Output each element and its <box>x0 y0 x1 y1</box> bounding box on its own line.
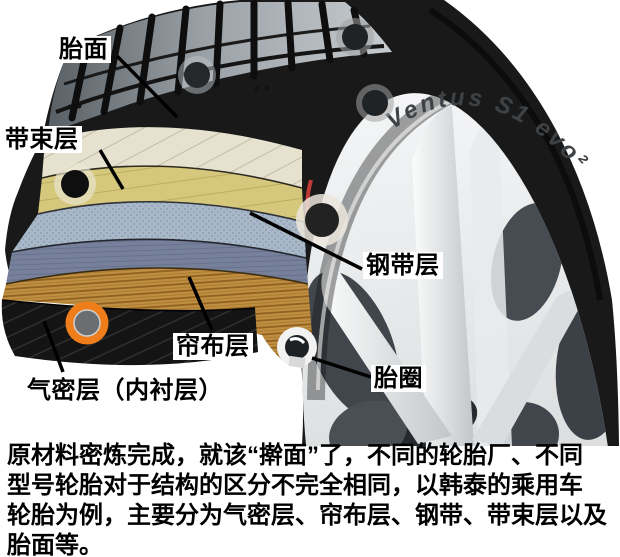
wheel-spoke <box>472 290 586 446</box>
leader-line-carcass <box>187 276 214 331</box>
caption-line: 原材料密炼完成，就该“擀面”了，不同的轮胎厂、不同 <box>7 442 583 469</box>
callout-dots <box>54 18 394 345</box>
tread-dot <box>178 56 216 94</box>
bead-assembly <box>277 327 317 369</box>
caption-line: 胎面等。 <box>7 532 103 557</box>
label-carcass-ply: 帘布层 <box>173 333 253 360</box>
spoke-opening <box>490 203 564 321</box>
spoke-opening <box>329 400 407 446</box>
layer-cap-ply <box>42 127 302 188</box>
label-belt-layer: 带束层 <box>2 126 82 153</box>
caption-paragraph: 原材料密炼完成，就该“擀面”了，不同的轮胎厂、不同 型号轮胎对于结构的区分不完全… <box>7 441 617 557</box>
tire-layers <box>1 127 313 366</box>
leader-lines <box>42 54 372 379</box>
sidewall-dot-lower <box>356 84 394 122</box>
label-tread: 胎面 <box>56 36 111 63</box>
leader-line-steel-belt <box>249 211 363 271</box>
tread-surface <box>48 0 392 133</box>
leader-line-belt <box>98 149 125 190</box>
inner-liner-dot-orange <box>65 301 109 345</box>
label-inner-liner: 气密层（内衬层） <box>24 377 226 404</box>
leader-line-tread <box>115 54 179 119</box>
wheel-spoke <box>470 116 512 446</box>
belt-dot <box>54 163 96 205</box>
steel-belt-dot <box>296 194 348 246</box>
tire-cutaway-illustration: Ventus S1 evo² <box>1 0 620 446</box>
wheel-spoke <box>412 106 474 446</box>
layer-steel-belt-light <box>12 201 306 258</box>
caption-line: 型号轮胎对于结构的区分不完全相同，以韩泰的乘用车 <box>7 472 583 499</box>
wheel-spoke <box>321 258 452 444</box>
caption-line: 轮胎为例，主要分为气密层、帘布层、钢带、带束层以及 <box>7 502 607 529</box>
leader-line-inner-liner <box>42 320 65 373</box>
layer-steel-belt-dark <box>6 239 308 284</box>
sidewall-dot-upper <box>336 18 374 56</box>
label-bead: 胎圈 <box>371 365 426 392</box>
label-steel-belt-layer: 钢带层 <box>363 252 443 279</box>
leader-line-bead <box>311 356 372 379</box>
